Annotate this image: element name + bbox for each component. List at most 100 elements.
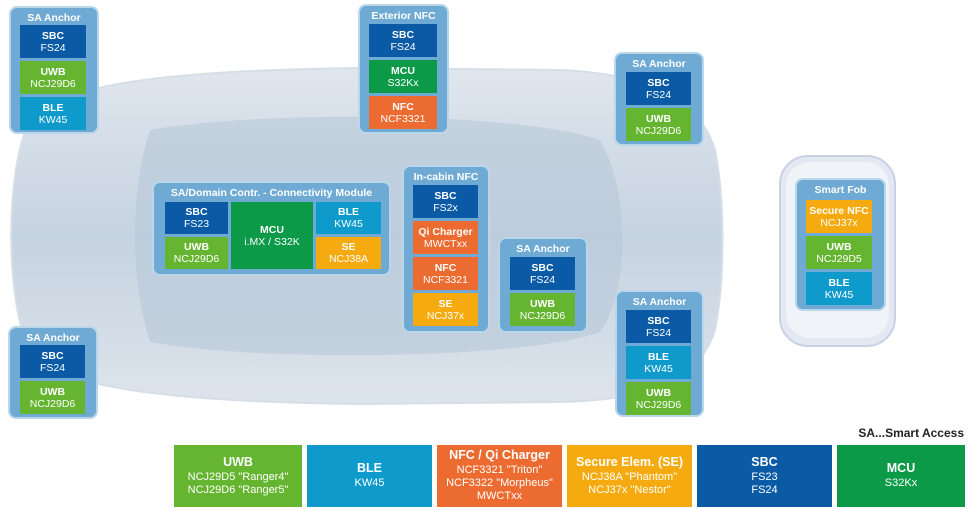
chip-part: FS24 — [645, 88, 672, 101]
legend-part: KW45 — [354, 477, 385, 489]
chip-name: UWB — [529, 297, 556, 310]
legend-mcu: MCU S32Kx — [837, 445, 965, 507]
chip-name: SE — [341, 241, 356, 253]
chip-part: NCJ38A — [328, 253, 369, 265]
chip-part: FS24 — [39, 361, 66, 374]
module-title: SA/Domain Contr. - Connectivity Module — [170, 187, 373, 199]
module-title: SA Anchor — [26, 332, 80, 344]
legend-part: NCJ37x "Nestor" — [588, 483, 671, 496]
chip-name: NFC — [434, 261, 457, 274]
chip-name: SBC — [391, 28, 415, 41]
chip-part: NCJ29D6 — [30, 77, 76, 90]
chip-name: SBC — [647, 76, 670, 89]
legend-title: SBC — [751, 454, 778, 469]
module-title: Smart Fob — [814, 184, 867, 196]
chip-name: UWB — [645, 112, 672, 125]
legend-title: UWB — [223, 454, 253, 469]
chip-part: NCJ29D6 — [635, 398, 682, 411]
chip-name: UWB — [826, 240, 852, 253]
legend-part: NCJ38A "Phantom" — [581, 470, 678, 483]
legend-title: BLE — [357, 461, 382, 475]
chip-name: BLE — [338, 206, 359, 218]
chip-part: FS24 — [645, 326, 672, 339]
module-title: SA Anchor — [516, 243, 570, 255]
chip-name: SBC — [185, 206, 208, 218]
chip-name: SBC — [41, 349, 64, 362]
legend-part: NCF3321 "Triton" — [456, 464, 543, 476]
legend-secure-elem-se: Secure Elem. (SE)NCJ38A "Phantom"NCJ37x … — [567, 445, 692, 507]
chip-part: NCJ29D6 — [635, 124, 682, 137]
legend-part: NCJ29D6 "Ranger5" — [187, 483, 289, 496]
chip-part: NCJ29D6 — [519, 309, 566, 322]
chip-part: KW45 — [334, 218, 363, 230]
module-title: SA Anchor — [632, 296, 687, 308]
chip-name: SBC — [531, 261, 554, 274]
chip-name: BLE — [828, 276, 850, 289]
module-title: In-cabin NFC — [413, 171, 479, 183]
legend-part: FS23 — [751, 470, 778, 483]
chip-part: KW45 — [824, 288, 854, 301]
chip-part: NCJ37x — [820, 216, 858, 229]
legend-part: S32Kx — [884, 477, 918, 489]
chip-name: UWB — [40, 65, 66, 78]
legend-title: MCU — [886, 461, 916, 475]
chip-part: MWCTxx — [423, 237, 468, 250]
chip-part: KW45 — [38, 113, 68, 126]
module-title: Exterior NFC — [371, 10, 436, 22]
chip-name: MCU — [391, 64, 415, 77]
chip-part: KW45 — [644, 362, 673, 375]
chip-name: UWB — [183, 241, 210, 253]
chip-name: NFC — [392, 100, 414, 113]
legend-part: FS24 — [751, 483, 778, 496]
module-title: SA Anchor — [632, 58, 686, 70]
chip-name: SBC — [41, 29, 65, 42]
legend-part: NCF3322 "Morpheus" — [446, 477, 553, 489]
chip-part: FS24 — [529, 273, 556, 286]
chip-part: FS2x — [433, 201, 458, 214]
chip-part: FS23 — [183, 218, 210, 230]
chip-name: MCU — [260, 223, 284, 236]
chip-part: S32Kx — [387, 76, 419, 89]
legend-title: NFC / Qi Charger — [449, 448, 550, 462]
chip-name: BLE — [648, 350, 669, 363]
chip-part: NCF3321 — [380, 112, 426, 125]
module-title: SA Anchor — [27, 12, 81, 24]
chip-part: NCJ37x — [426, 309, 465, 322]
chip-part: NCJ29D5 — [816, 252, 862, 265]
chip-part: NCF3321 — [423, 273, 468, 286]
chip-name: SBC — [647, 314, 670, 327]
chip-part: i.MX / S32K — [244, 235, 300, 248]
chip-part: NCJ29D6 — [29, 397, 76, 410]
legend-note: SA...Smart Access — [858, 426, 964, 440]
chip-name: Qi Charger — [418, 225, 473, 238]
